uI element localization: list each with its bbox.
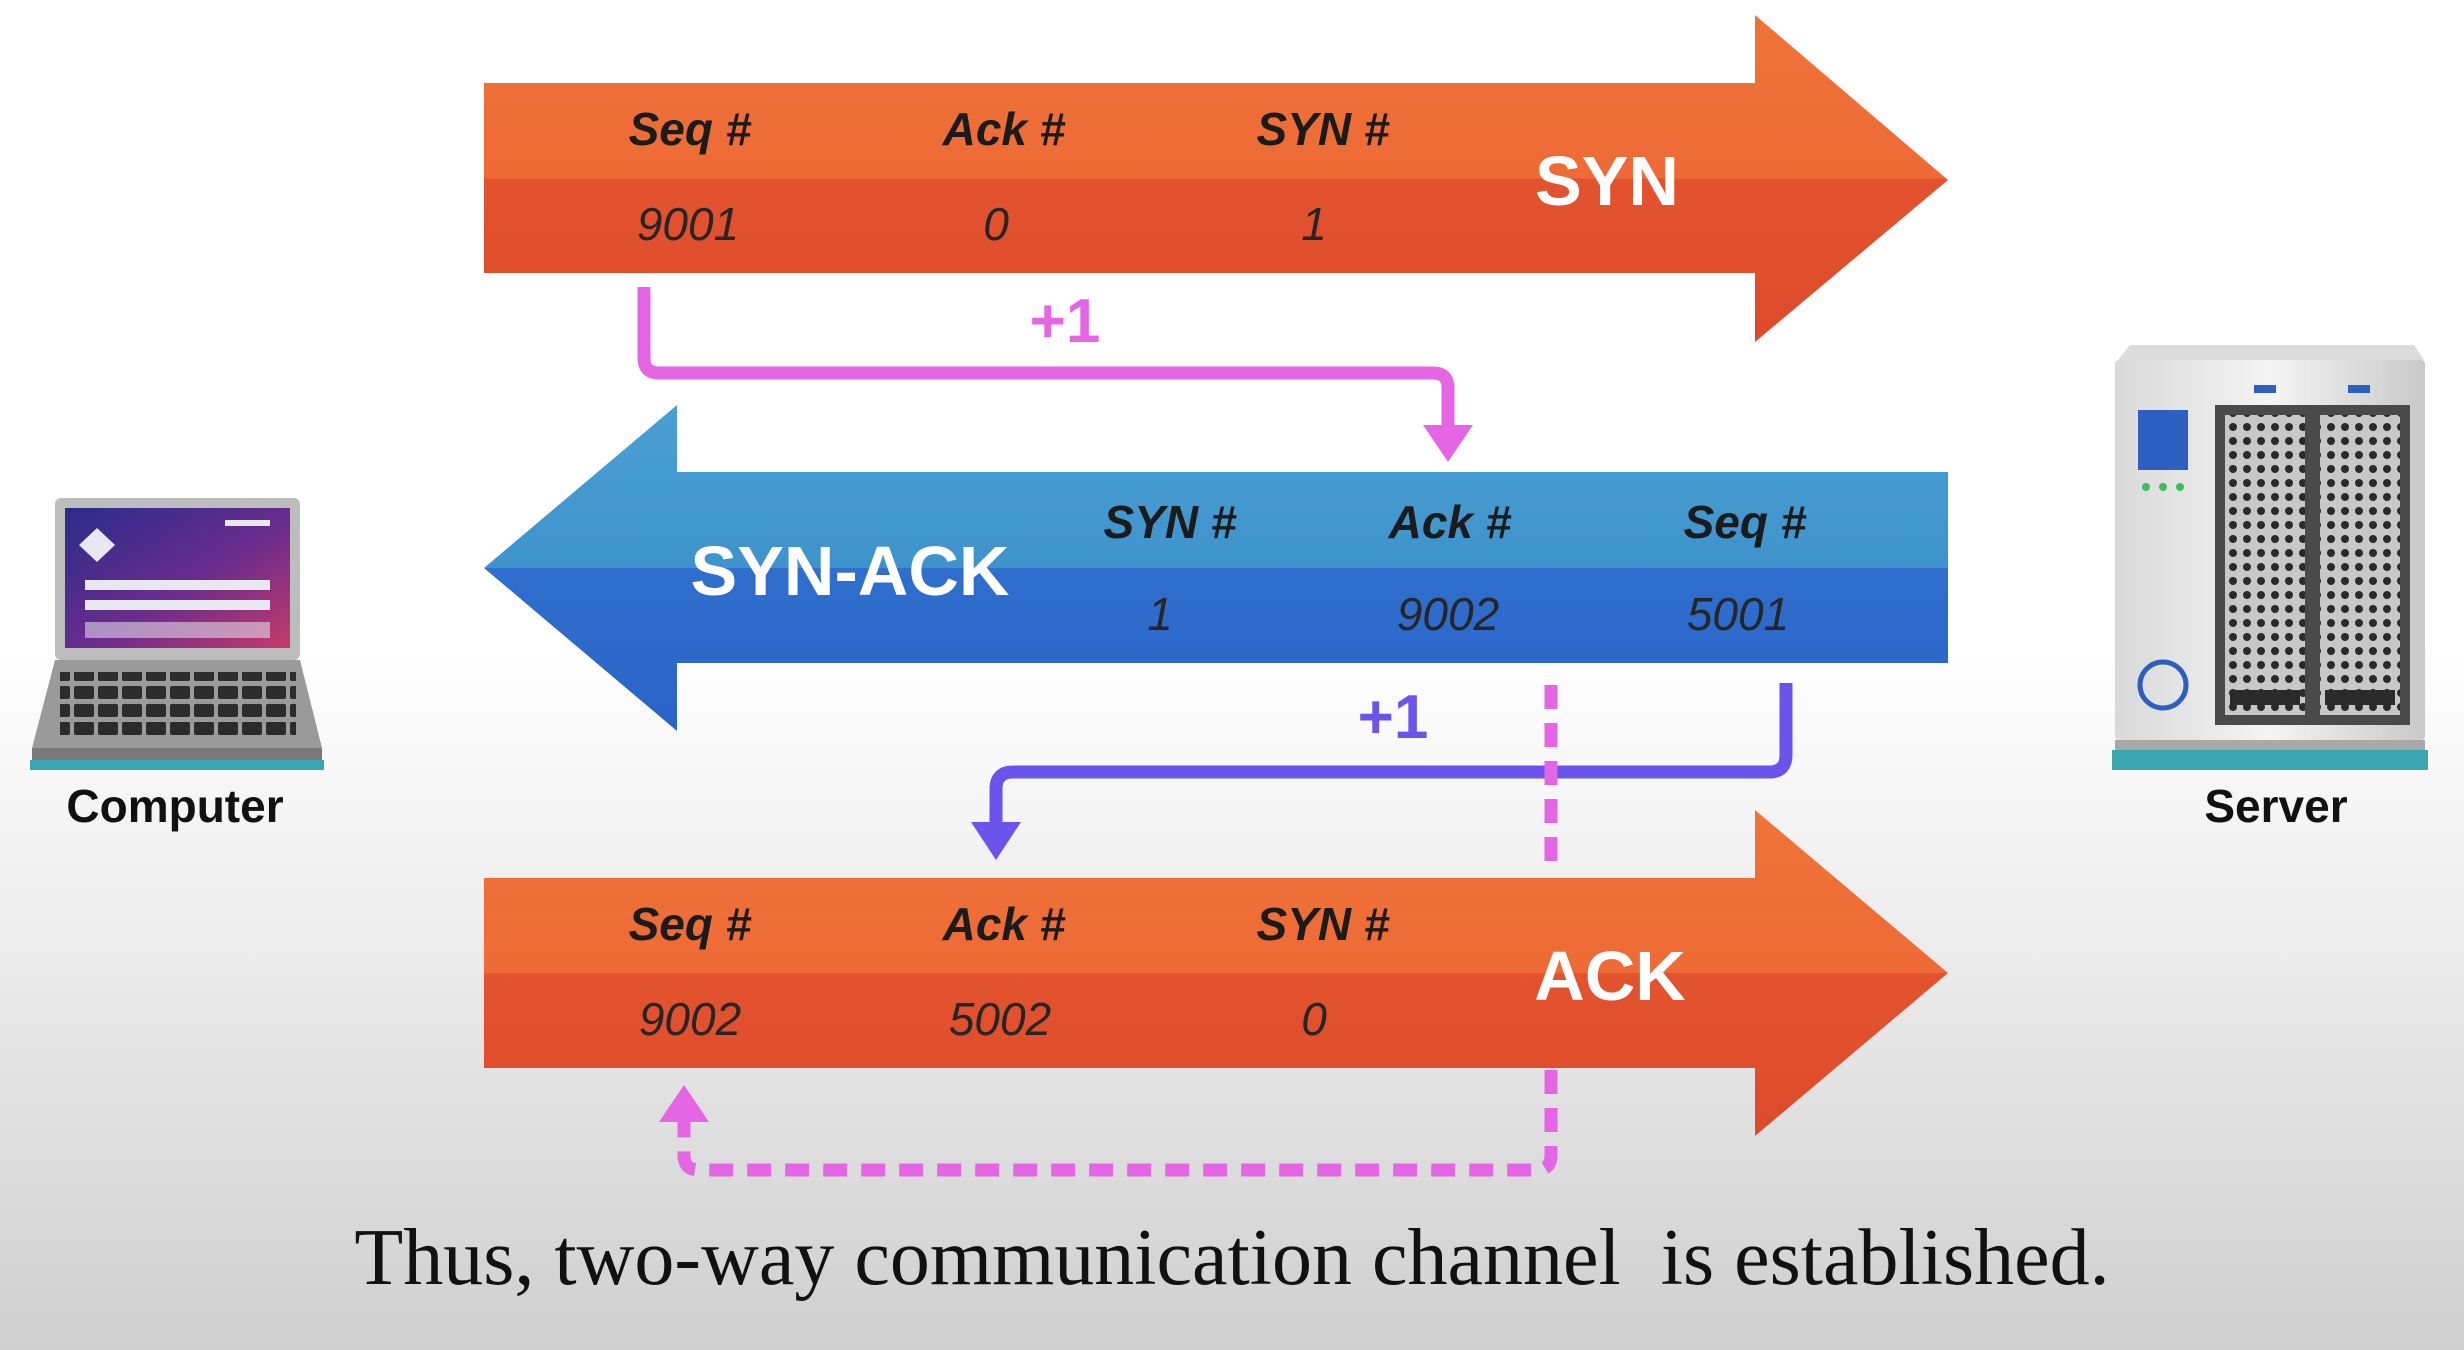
ack-arrow: Seq # Ack # SYN # 9002 5002 0 ACK [484, 810, 1948, 1136]
ack-return-dashed-connector [659, 685, 1558, 1177]
syn-label: SYN [1535, 142, 1679, 220]
syn-ack-arrow: SYN-ACK SYN # Ack # Seq # 1 9002 5001 [484, 405, 1948, 731]
syn-ack-value-ack: 9002 [1397, 588, 1499, 640]
caption: Thus, two-way communication channel is e… [354, 1214, 2109, 1302]
server-icon [2112, 345, 2428, 770]
syn-ack-arrow-body [484, 405, 1948, 731]
syn-header-seq: Seq # [629, 103, 752, 155]
syn-value-ack: 0 [983, 198, 1009, 250]
syn-ack-header-ack: Ack # [1388, 496, 1512, 548]
ack-arrow-body [484, 810, 1948, 1136]
server-label: Server [2204, 780, 2347, 832]
syn-to-synack-connector: +1 [637, 287, 1473, 462]
syn-ack-value-syn: 1 [1147, 588, 1173, 640]
syn-ack-value-seq: 5001 [1687, 588, 1789, 640]
syn-ack-header-seq: Seq # [1684, 496, 1807, 548]
syn-header-syn: SYN # [1257, 103, 1390, 155]
computer-label: Computer [66, 780, 283, 832]
ack-label: ACK [1534, 937, 1686, 1015]
ack-value-syn: 0 [1301, 993, 1327, 1045]
synack-to-ack-connector: +1 [971, 683, 1793, 860]
syn-ack-label: SYN-ACK [691, 532, 1010, 610]
syn-arrow-body [484, 15, 1948, 342]
ack-header-seq: Seq # [629, 898, 752, 950]
ack-header-ack: Ack # [942, 898, 1066, 950]
syn-header-ack: Ack # [942, 103, 1066, 155]
ack-value-seq: 9002 [639, 993, 741, 1045]
ack-value-ack: 5002 [949, 993, 1051, 1045]
increment-label-1: +1 [1030, 287, 1101, 356]
ack-header-syn: SYN # [1257, 898, 1390, 950]
syn-ack-header-syn: SYN # [1104, 496, 1237, 548]
increment-label-2: +1 [1358, 683, 1429, 752]
syn-value-seq: 9001 [637, 198, 739, 250]
computer-icon [30, 498, 324, 770]
syn-arrow: Seq # Ack # SYN # 9001 0 1 SYN [484, 15, 1948, 342]
syn-value-syn: 1 [1301, 198, 1327, 250]
